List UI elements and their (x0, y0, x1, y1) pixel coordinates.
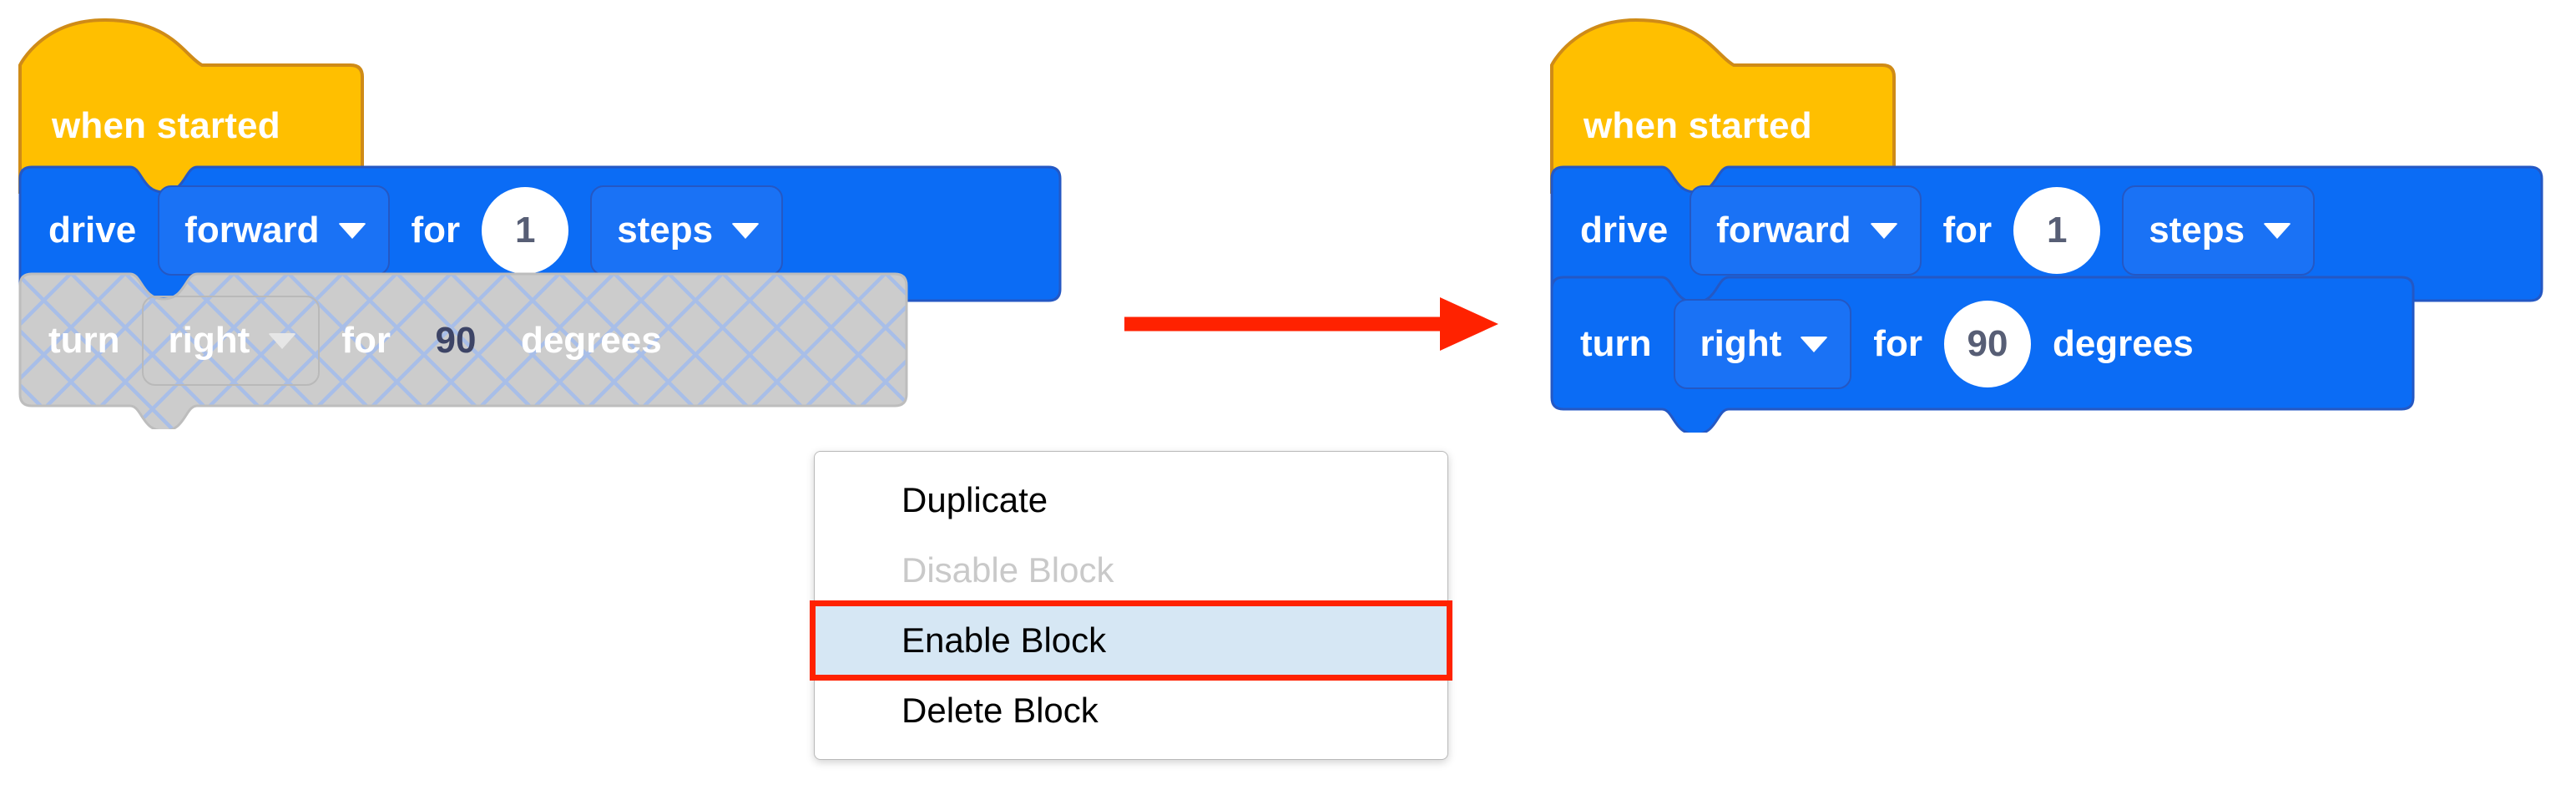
turn-amount-input-after[interactable]: 90 (1943, 301, 2031, 387)
turn-block-unit: degrees (520, 320, 662, 361)
turn-block-before[interactable]: turn right for 90 degrees (17, 271, 914, 429)
drive-block-preposition: for (411, 210, 461, 251)
drive-unit-value: steps (617, 210, 714, 251)
turn-direction-value: right (1700, 323, 1782, 364)
drive-amount-value: 1 (2046, 210, 2068, 251)
chevron-down-icon (2263, 222, 2292, 239)
chevron-down-icon (1800, 336, 1829, 352)
drive-amount-value: 1 (514, 210, 536, 251)
chevron-down-icon (731, 222, 760, 239)
hat-block-label: when started (1583, 105, 1812, 146)
transition-arrow (1123, 282, 1507, 370)
drive-unit-value: steps (2149, 210, 2245, 251)
block-context-menu[interactable]: Duplicate Disable Block Enable Block Del… (810, 451, 1452, 760)
turn-block-after[interactable]: turn right for 90 degrees (1548, 274, 2417, 433)
turn-block-verb: turn (1580, 323, 1652, 364)
drive-unit-dropdown-after[interactable]: steps (2122, 185, 2316, 276)
chevron-down-icon (1869, 222, 1898, 239)
context-menu-item-label: Enable Block (902, 620, 1107, 660)
drive-direction-value: forward (184, 210, 320, 251)
block-stack-before: when started drive forward for 1 steps (17, 15, 1068, 429)
chevron-down-icon (268, 332, 297, 349)
turn-direction-value: right (168, 320, 250, 361)
turn-direction-dropdown-before[interactable]: right (141, 296, 321, 386)
turn-direction-dropdown-after[interactable]: right (1673, 299, 1852, 389)
block-stack-after: when started drive forward for 1 steps (1548, 15, 2550, 433)
drive-direction-dropdown-before[interactable]: forward (158, 185, 390, 276)
turn-block-preposition: for (341, 320, 391, 361)
when-started-hat-block-before[interactable]: when started (17, 15, 364, 194)
context-menu-item-label: Delete Block (902, 691, 1099, 730)
context-menu-item-label: Duplicate (902, 480, 1048, 519)
turn-block-verb: turn (48, 320, 120, 361)
chevron-down-icon (337, 222, 366, 239)
drive-unit-dropdown-before[interactable]: steps (590, 185, 784, 276)
context-menu-item-duplicate[interactable]: Duplicate (815, 465, 1447, 535)
turn-amount-value: 90 (435, 320, 477, 361)
drive-direction-value: forward (1716, 210, 1851, 251)
hat-block-label: when started (52, 105, 280, 146)
turn-block-unit: degrees (2052, 323, 2194, 364)
drive-block-preposition: for (1942, 210, 1993, 251)
context-menu-item-label: Disable Block (902, 550, 1114, 590)
drive-block-verb: drive (48, 210, 137, 251)
context-menu-item-disable-block: Disable Block (815, 535, 1447, 605)
context-menu-item-delete-block[interactable]: Delete Block (815, 676, 1447, 746)
drive-direction-dropdown-after[interactable]: forward (1690, 185, 1922, 276)
drive-amount-input-before[interactable]: 1 (482, 187, 569, 274)
when-started-hat-block-after[interactable]: when started (1548, 15, 1896, 194)
turn-block-preposition: for (1873, 323, 1922, 364)
drive-amount-input-after[interactable]: 1 (2013, 187, 2101, 274)
context-menu-item-enable-block[interactable]: Enable Block (810, 600, 1452, 681)
turn-amount-input-before[interactable]: 90 (412, 297, 499, 384)
drive-block-verb: drive (1580, 210, 1669, 251)
turn-amount-value: 90 (1967, 323, 2008, 364)
